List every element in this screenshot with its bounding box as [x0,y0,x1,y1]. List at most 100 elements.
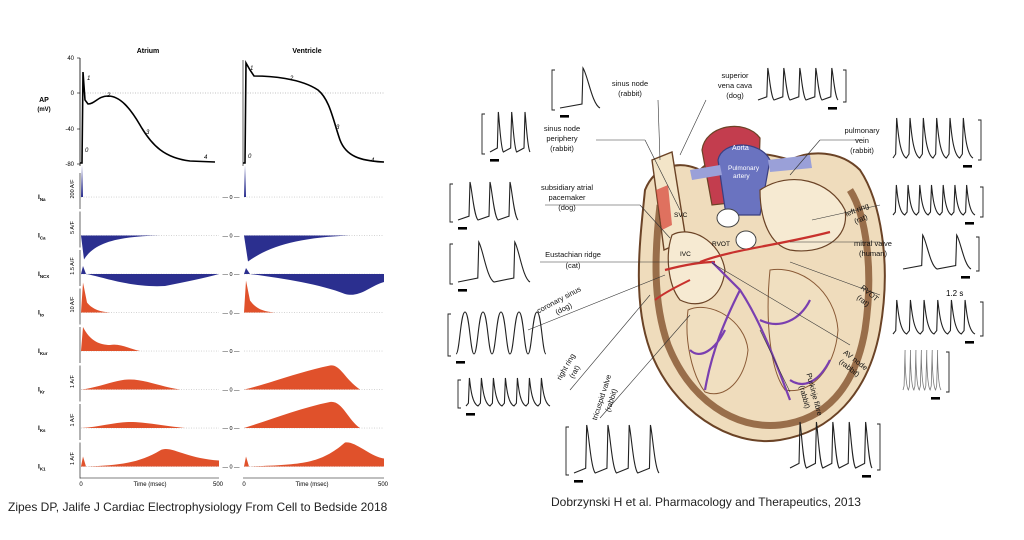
zero-label: — 0 — [222,388,240,394]
current-trace-atrium [81,235,160,260]
label-subsidiary-species: (dog) [558,203,576,212]
phase-labels: 0 1 2 3 4 0 1 2 3 4 [85,66,375,164]
current-trace-atrium [81,379,180,390]
current-row-na: INa 200 A/F — 0 — [38,165,384,210]
ap-tick-40: 40 [67,56,74,62]
mini-trace-bracket [551,69,555,111]
current-trace-atrium [81,165,83,197]
ventricle-cavity-left [767,268,839,392]
label-sinus-node-species: (rabbit) [618,89,642,98]
mini-trace-bracket [976,236,980,272]
mini-trace-5 [892,184,984,225]
mini-trace-line [757,67,839,101]
mini-trace-line [902,233,972,270]
mini-trace-9 [892,299,984,344]
current-trace-ventricle [244,165,246,197]
zero-label: — 0 — [222,234,240,240]
mini-trace-10 [457,377,551,416]
mini-trace-bracket [449,243,453,285]
col-title-ventricle: Ventricle [292,48,321,55]
zero-label: — 0 — [222,311,240,317]
current-scale: 200 A/F [70,179,76,199]
x-tick-0-atrium: 0 [79,482,83,488]
current-scale: 10 A/F [70,296,76,313]
caption-right: Dobrzynski H et al. Pharmacology and The… [551,495,861,509]
ap-tick-m80: -80 [65,162,74,168]
scale-bar-label: 1.2 s [946,289,963,298]
mini-trace-line [892,184,976,216]
mini-trace-line [892,299,976,335]
mini-trace-scalebar [931,397,940,400]
col-title-atrium: Atrium [137,48,160,55]
current-trace-atrium [81,266,219,287]
ap-tick-0: 0 [71,91,75,97]
svg-text:1: 1 [87,76,90,82]
x-tick-500-ventricle: 500 [378,482,389,488]
mini-trace-scalebar [456,361,465,364]
current-scale: 1 A/F [70,413,76,426]
current-trace-atrium [81,449,219,467]
label-subsidiary-2: pacemaker [548,193,586,202]
pulm-branch-right [768,155,812,172]
x-label-atrium: Time (msec) [133,482,166,488]
mini-trace-6 [449,239,531,292]
valve-2 [735,230,757,250]
svg-text:4: 4 [204,155,208,161]
x-axis: 0 500 0 500 Time (msec) Time (msec) [79,477,389,488]
atrial-ap-trace [80,71,216,164]
pulm-branch-left [690,165,722,180]
svg-text:0: 0 [248,154,252,160]
mini-trace-12 [565,424,660,483]
zero-label: — 0 — [222,272,240,278]
label-sn-periphery: sinus node [544,124,580,133]
x-tick-500-atrium: 500 [213,482,224,488]
svg-text:3: 3 [336,125,340,131]
mini-trace-bracket [843,69,847,103]
leader-lines [527,99,881,419]
mini-trace-bracket [946,351,950,393]
ventricle-cavity-right [686,306,749,395]
current-trace-ventricle [244,280,275,313]
mini-trace-scalebar [965,222,974,225]
mini-trace-scalebar [458,289,467,292]
mini-trace-scalebar [560,115,569,118]
current-scale: 1 A/F [70,374,76,387]
mini-trace-line [465,377,551,407]
mini-trace-line [892,117,974,159]
mini-trace-line [455,311,547,355]
mini-trace-7 [902,233,980,279]
heart-label-pulm-1: Pulmonary [728,165,760,172]
heart-label-rvot: RVOT [712,241,730,248]
mini-trace-bracket [978,119,982,161]
mini-trace-bracket [565,426,569,476]
label-svc-2: vena cava [718,81,753,90]
zero-label: — 0 — [222,195,240,201]
ap-ticks: 40 0 -40 -80 [65,56,80,168]
heart-label-aorta: Aorta [732,145,749,152]
mini-trace-scalebar [828,107,837,110]
heart-illustration: Aorta Pulmonary artery SVC IVC RVOT [637,125,886,443]
left-panel: Atrium Ventricle AP (mV) 40 0 -40 -80 0 … [37,48,388,488]
mini-trace-scalebar [466,413,475,416]
mini-trace-8 [447,311,547,364]
svg-text:4: 4 [371,158,375,164]
label-eustachian-species: (cat) [566,261,582,270]
red-ring-1 [699,230,831,264]
mini-trace-scalebar [965,341,974,344]
mini-trace-bracket [481,113,485,155]
zero-label: — 0 — [222,349,240,355]
label-sn-periphery-species: (rabbit) [550,144,574,153]
mini-trace-scalebar [961,276,970,279]
svg-text:0: 0 [85,148,89,154]
mini-trace-line [902,349,942,391]
mini-trace-2 [481,111,531,162]
svg-text:2: 2 [106,93,111,99]
mini-trace-scalebar [490,159,499,162]
mini-trace-scalebar [862,475,871,478]
label-eustachian: Eustachian ridge [545,250,601,259]
current-label: INa [38,194,46,202]
